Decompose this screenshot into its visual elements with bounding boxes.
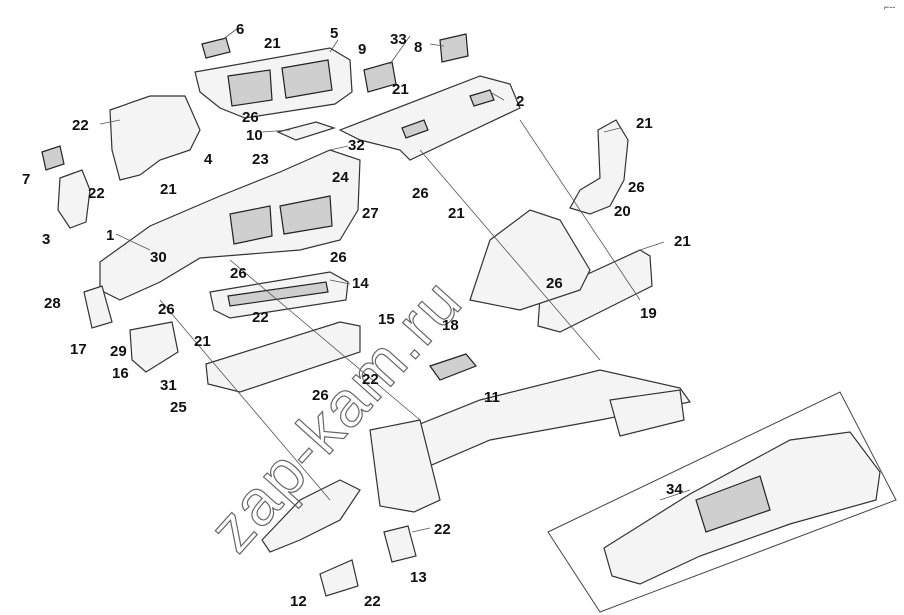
label-4: 4	[204, 151, 213, 168]
label-31: 31	[160, 377, 177, 394]
beam-bracket-right	[609, 389, 685, 437]
label-26: 26	[242, 109, 259, 126]
module-part-11	[429, 353, 477, 381]
leader-lines	[99, 27, 691, 533]
trim-vent-row	[227, 281, 329, 307]
bezel-window-left	[227, 69, 273, 107]
label-13: 13	[410, 569, 427, 586]
label-24: 24	[332, 169, 349, 186]
label-22: 22	[362, 371, 379, 388]
label-26: 26	[546, 275, 563, 292]
label-16: 16	[112, 365, 129, 382]
label-7: 7	[22, 171, 30, 188]
label-26: 26	[158, 301, 175, 318]
label-22: 22	[72, 117, 89, 134]
label-3: 3	[42, 231, 50, 248]
main-dashboard-part	[99, 149, 361, 301]
label-21: 21	[392, 81, 409, 98]
label-9: 9	[358, 41, 366, 58]
label-22: 22	[434, 521, 451, 538]
label-34: 34	[666, 481, 683, 498]
label-26: 26	[230, 265, 247, 282]
label-1: 1	[106, 227, 114, 244]
label-19: 19	[640, 305, 657, 322]
part-labels: 6 21 5 9 33 8 21 2 26 22 10 21 32 4 23 7…	[22, 21, 691, 610]
label-22: 22	[88, 185, 105, 202]
label-21: 21	[160, 181, 177, 198]
label-6: 6	[236, 21, 244, 38]
vent-part-9	[363, 61, 397, 93]
label-21: 21	[264, 35, 281, 52]
label-27: 27	[362, 205, 379, 222]
label-30: 30	[150, 249, 167, 266]
label-26: 26	[330, 249, 347, 266]
label-8: 8	[414, 39, 422, 56]
label-29: 29	[110, 343, 127, 360]
label-26: 26	[628, 179, 645, 196]
label-21: 21	[448, 205, 465, 222]
bezel-window-right	[281, 59, 333, 99]
label-32: 32	[348, 137, 365, 154]
assembly-inset-frame	[547, 391, 897, 613]
label-26: 26	[312, 387, 329, 404]
side-duct-part	[569, 119, 629, 215]
cluster-hood-part	[109, 95, 201, 181]
beam-left-arm	[261, 479, 361, 553]
label-5: 5	[330, 25, 338, 42]
label-21: 21	[636, 115, 653, 132]
glovebox-bin-part	[469, 209, 591, 311]
vent-part-6	[201, 37, 231, 59]
label-22: 22	[364, 593, 381, 610]
label-17: 17	[70, 341, 87, 358]
label-21: 21	[194, 333, 211, 350]
knee-trim-part-16	[129, 321, 179, 373]
dash-right-opening	[279, 195, 333, 235]
side-panel-part-17	[83, 285, 113, 329]
beam-center-support	[369, 419, 441, 513]
label-28: 28	[44, 295, 61, 312]
dash-top-vent-b	[469, 89, 495, 107]
label-33: 33	[390, 31, 407, 48]
vent-part-8	[439, 33, 469, 63]
label-14: 14	[352, 275, 369, 292]
label-26: 26	[412, 185, 429, 202]
label-22: 22	[252, 309, 269, 326]
assembled-cluster	[695, 475, 771, 533]
label-21: 21	[674, 233, 691, 250]
label-20: 20	[614, 203, 631, 220]
corner-mark: ⌐--	[884, 2, 895, 12]
lower-panel-part-25	[205, 321, 361, 393]
label-10: 10	[246, 127, 263, 144]
dash-center-opening	[229, 205, 273, 245]
label-11: 11	[484, 389, 500, 406]
label-18: 18	[442, 317, 459, 334]
label-23: 23	[252, 151, 269, 168]
bracket-part-13	[383, 525, 417, 563]
dash-top-vent-a	[401, 119, 429, 139]
bracket-part-12	[319, 559, 359, 597]
label-12: 12	[290, 593, 307, 610]
small-panel-part-10	[276, 121, 336, 141]
vent-part-7	[41, 145, 65, 171]
label-15: 15	[378, 311, 395, 328]
label-25: 25	[170, 399, 187, 416]
label-2: 2	[516, 93, 524, 110]
side-bracket-part-3	[57, 169, 91, 229]
